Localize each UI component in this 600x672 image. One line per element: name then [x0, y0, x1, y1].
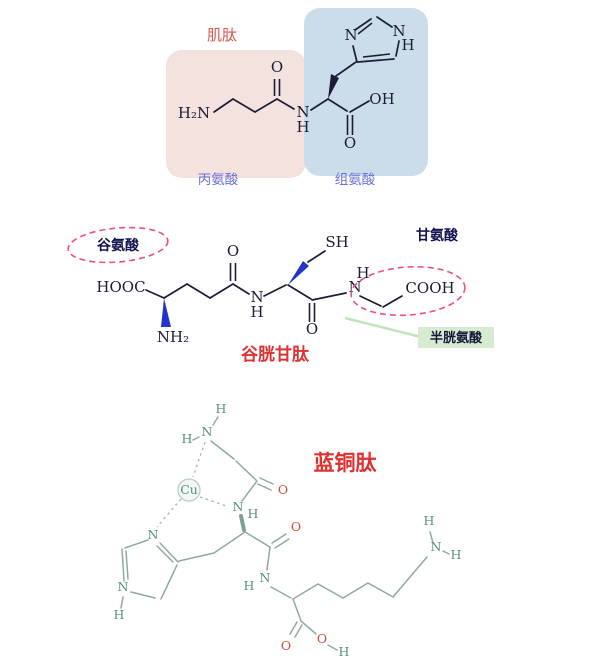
copper-peptide-group: 蓝铜肽 [114, 401, 462, 659]
copper-peptide-title: 蓝铜肽 [314, 451, 378, 475]
glutamate-label: 谷氨酸 [97, 237, 140, 254]
alanine-label: 丙氨酸 [198, 172, 239, 188]
glycine-dashed-ellipse [350, 265, 466, 317]
glutamate-stereo-wedge [161, 298, 171, 327]
cysteine-pointer-line [344, 316, 422, 339]
imidazole-nh-n-label: N [118, 579, 129, 594]
amide-h-label: H [296, 118, 309, 136]
glutathione-bonds [145, 250, 403, 327]
glutamate-nh2-label: NH₂ [157, 328, 189, 346]
lysine-h-right-label: H [451, 547, 462, 562]
ring-nh-h-label: H [401, 36, 414, 54]
glycine-label: 甘氨酸 [416, 227, 459, 244]
amide2-h-label: H [356, 264, 369, 282]
copper-atom-circle [177, 478, 201, 502]
acid-oh-label: OH [369, 90, 394, 108]
acid-dbl-o-label: O [281, 638, 291, 653]
cysteine-highlight-box [418, 327, 494, 348]
amide-n-label: N [296, 103, 309, 121]
glutathione-title: 谷胱甘肽 [241, 344, 310, 365]
acid-oh-o-label: O [317, 631, 327, 646]
carnosine-stereo-wedge [328, 74, 339, 99]
glutamate-dashed-ellipse [67, 226, 169, 264]
amide1-n-label: N [233, 499, 244, 514]
amide2-n-label: N [260, 570, 271, 585]
acid-oh-h-label: H [339, 644, 350, 659]
amide1-o-label: O [227, 242, 239, 260]
glycine-cooh-label: COOH [405, 279, 454, 297]
his-carbonyl-o-label: O [291, 519, 301, 534]
amide2-h-label: H [244, 578, 255, 593]
ring-nh-n-label: N [392, 22, 405, 40]
lysine-n-label: N [431, 539, 442, 554]
carnosine-title: 肌肽 [207, 26, 237, 44]
amine-n-label: N [202, 424, 213, 439]
copper-peptide-bonds [120, 416, 450, 651]
amide1-n-label: N [250, 288, 263, 306]
carnosine-group: 肌肽 丙氨酸 组氨酸 H₂N O [166, 8, 428, 188]
amine-h-left-label: H [182, 431, 193, 446]
amide1-h-label: H [248, 506, 259, 521]
amide1-h-label: H [250, 303, 263, 321]
gly-carbonyl-o-label: O [278, 482, 288, 497]
cysteine-label: 半胱氨酸 [430, 330, 483, 346]
imidazole-n-label: N [148, 527, 159, 542]
imidazole-nh-h-label: H [114, 607, 125, 622]
amine-h-top-label: H [216, 401, 227, 416]
glutathione-group: 谷氨酸 甘氨酸 HOOC NH₂ O N H SH O N [67, 226, 494, 365]
thiol-sh-label: SH [325, 233, 348, 251]
histidine-highlight-box [304, 8, 428, 176]
carbonyl-o-label: O [271, 58, 283, 76]
amine-h2n-label: H₂N [178, 104, 210, 122]
copper-cu-label: Cu [180, 482, 198, 497]
lysine-h-top-label: H [424, 513, 435, 528]
acid-o-label: O [344, 134, 356, 152]
amide2-o-label: O [306, 320, 318, 338]
glutamate-hooc-label: HOOC [96, 278, 145, 296]
carnosine-bonds [213, 16, 400, 135]
histidine-label: 组氨酸 [335, 172, 376, 188]
cysteine-stereo-wedge [288, 261, 309, 285]
alanine-highlight-box [166, 50, 306, 178]
ring-n-label: N [344, 26, 357, 44]
